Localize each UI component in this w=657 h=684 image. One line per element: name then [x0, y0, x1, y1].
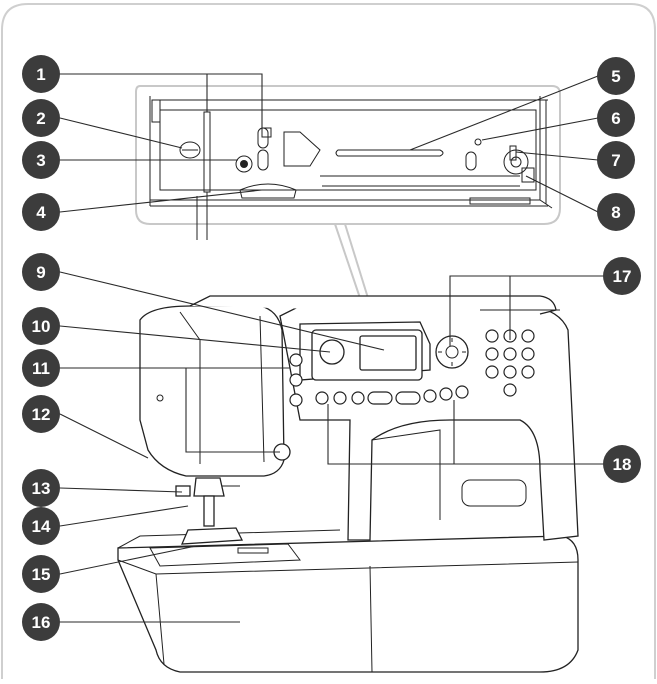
callout-6: 6 — [597, 99, 635, 137]
callout-8: 8 — [597, 193, 635, 231]
zoom-connector-right — [344, 223, 369, 299]
callout-number: 13 — [32, 479, 51, 498]
callout-badge — [22, 603, 60, 641]
callout-number: 3 — [36, 151, 45, 170]
callout-badge — [22, 349, 60, 387]
callout-badge — [597, 193, 635, 231]
callout-number: 12 — [32, 405, 51, 424]
callout-18: 18 — [603, 445, 641, 483]
callout-badge — [22, 307, 60, 345]
callout-badge — [22, 193, 60, 231]
inset-frame — [135, 85, 561, 225]
callout-badge — [22, 395, 60, 433]
leader-lines — [50, 73, 604, 623]
callout-15: 15 — [22, 555, 60, 593]
callout-number: 2 — [36, 109, 45, 128]
callout-badge — [603, 257, 641, 295]
callout-badge — [597, 57, 635, 95]
callout-11: 11 — [22, 349, 60, 387]
top-view-drawing — [149, 96, 553, 240]
sewing-machine-drawing — [117, 295, 579, 673]
callout-9: 9 — [22, 253, 60, 291]
zoom-connector-left — [334, 223, 361, 299]
callout-number: 15 — [32, 565, 51, 584]
page-frame — [1, 3, 656, 679]
callout-badge — [22, 99, 60, 137]
callout-badge — [22, 253, 60, 291]
callout-number: 11 — [32, 359, 50, 378]
callout-badge — [22, 507, 60, 545]
callout-badge — [22, 141, 60, 179]
callout-16: 16 — [22, 603, 60, 641]
callout-badge — [597, 141, 635, 179]
callout-13: 13 — [22, 469, 60, 507]
callout-12: 12 — [22, 395, 60, 433]
callout-number: 4 — [36, 203, 46, 222]
callout-7: 7 — [597, 141, 635, 179]
callout-1: 1 — [22, 55, 60, 93]
callout-5: 5 — [597, 57, 635, 95]
callout-number: 17 — [613, 267, 632, 286]
callout-17: 17 — [603, 257, 641, 295]
callout-14: 14 — [22, 507, 60, 545]
callout-badge — [22, 469, 60, 507]
callout-badge — [603, 445, 641, 483]
callout-2: 2 — [22, 99, 60, 137]
callout-3: 3 — [22, 141, 60, 179]
callout-number: 1 — [36, 65, 45, 84]
callout-number: 7 — [611, 151, 620, 170]
callout-4: 4 — [22, 193, 60, 231]
callout-number: 8 — [611, 203, 620, 222]
callout-badge — [22, 55, 60, 93]
callout-number: 18 — [613, 455, 632, 474]
callout-number: 5 — [611, 67, 620, 86]
callout-number: 10 — [32, 317, 51, 336]
callout-number: 14 — [32, 517, 51, 536]
callout-badge — [597, 99, 635, 137]
callout-number: 9 — [36, 263, 45, 282]
callout-number: 16 — [32, 613, 51, 632]
callout-10: 10 — [22, 307, 60, 345]
callout-badge — [22, 555, 60, 593]
callout-number: 6 — [611, 109, 620, 128]
